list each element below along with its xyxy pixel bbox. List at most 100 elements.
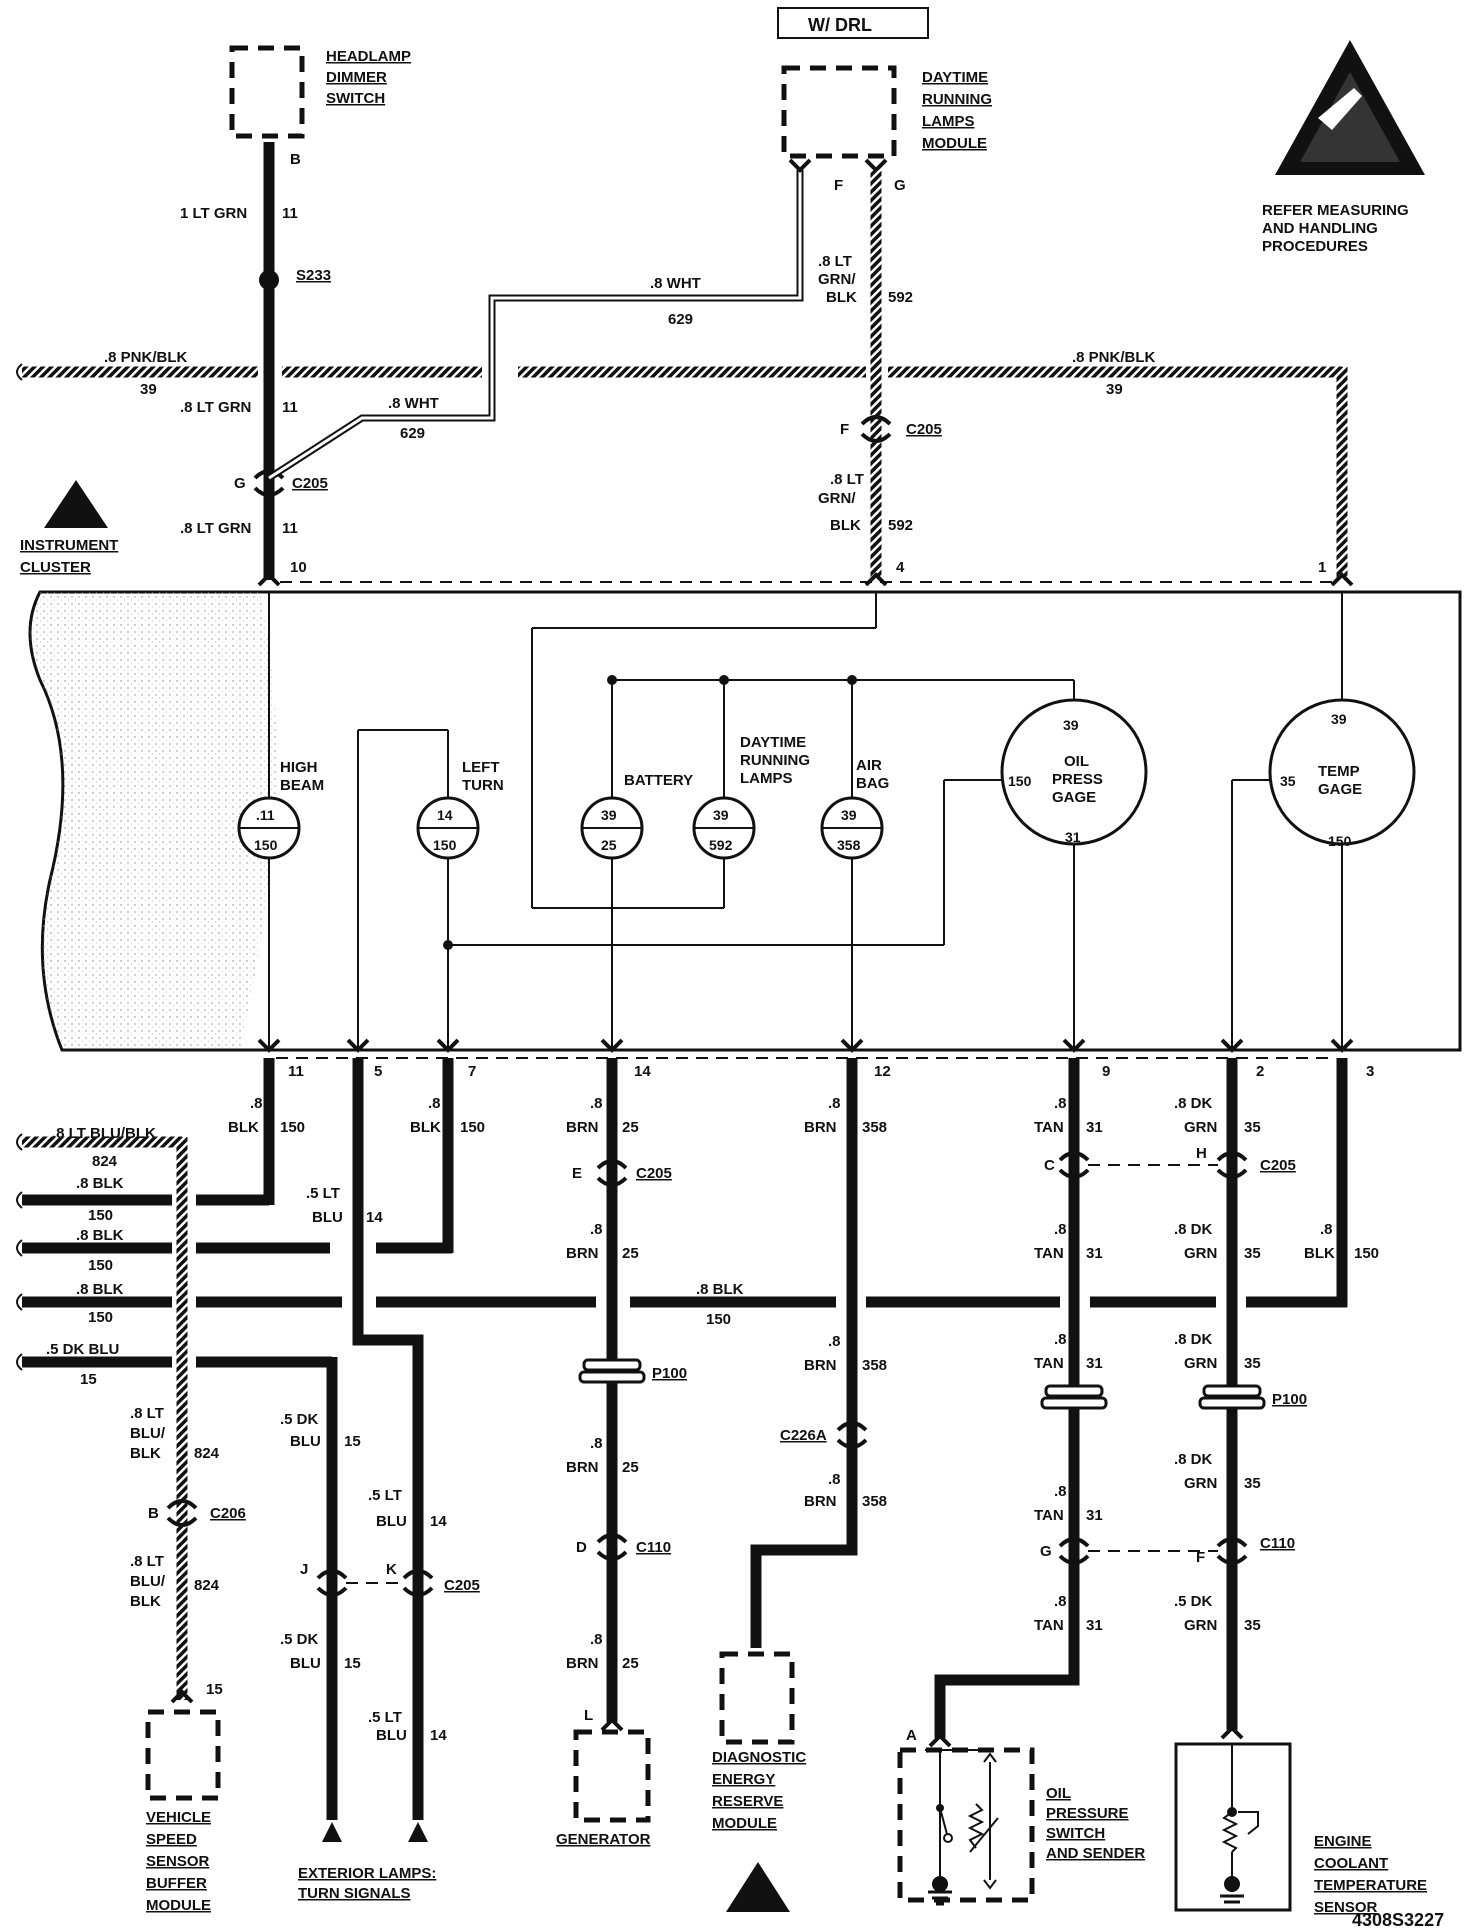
derm-label-3: RESERVE (712, 1793, 783, 1810)
drl-pin-f: F (834, 177, 843, 194)
hb-bottom: 150 (254, 837, 278, 853)
temp-n-top: 39 (1331, 711, 1347, 727)
splice-s233 (259, 270, 279, 290)
bot-pin-9: 9 (1102, 1063, 1110, 1080)
p100-connector-oil (1040, 1384, 1108, 1410)
w592b-size-3: BLK (830, 517, 861, 534)
top-pin-4: 4 (896, 559, 905, 576)
lt-label-1: LEFT (462, 759, 500, 776)
bat-top: 39 (601, 807, 617, 823)
brn25-d-c: 25 (622, 1655, 639, 1672)
bot-pin-5: 5 (374, 1063, 382, 1080)
ab-label-2: BAG (856, 775, 889, 792)
coolant-label-3: TEMPERATURE (1314, 1877, 1427, 1894)
temp-gage (1268, 698, 1416, 846)
blk-b-size-2: BLK (410, 1119, 441, 1136)
blk-c-circuit: 150 (1354, 1245, 1379, 1262)
grn35-b-c: 35 (1244, 1245, 1261, 1262)
exterior-label-2: TURN SIGNALS (298, 1885, 411, 1902)
ab-bottom: 358 (837, 837, 861, 853)
p100-label-right: P100 (1272, 1391, 1307, 1408)
dkblu-b-circuit: 15 (344, 1655, 361, 1672)
wire-629-white (267, 170, 804, 481)
brn358-c-c: 358 (862, 1493, 887, 1510)
bus3-circuit: 150 (88, 1309, 113, 1326)
oil-sw-label-4: AND SENDER (1046, 1845, 1145, 1862)
drl-g-arrow (864, 158, 888, 173)
pnk-right-size: .8 PNK/BLK (1072, 349, 1156, 366)
bus2-size: .8 BLK (76, 1227, 124, 1244)
gen-pin-arrow (600, 1717, 624, 1732)
brn25-c-2: BRN (566, 1459, 599, 1476)
brn358-b-2: BRN (804, 1357, 837, 1374)
c110-d-connector (596, 1533, 628, 1561)
ltblu14-a-circuit: 14 (366, 1209, 383, 1226)
dkblu-a-size-2: BLU (290, 1433, 321, 1450)
c205-k-connector (402, 1569, 434, 1597)
brn358-c-1: .8 (828, 1471, 841, 1488)
drl-label-2: RUNNING (922, 91, 992, 108)
dkblu-a-circuit: 15 (344, 1433, 361, 1450)
mid-blk-size: .8 BLK (696, 1281, 744, 1298)
oil-sw-label-1: OIL (1046, 1785, 1071, 1802)
brn358-c-2: BRN (804, 1493, 837, 1510)
bottom-pin-arrows (257, 1038, 1354, 1053)
grn35-c-1: .8 DK (1174, 1331, 1213, 1348)
grn35-d-2: GRN (1184, 1475, 1217, 1492)
vss-w1-3: BLK (130, 1445, 161, 1462)
brn358-a-1: .8 (828, 1095, 841, 1112)
instrument-label-1: INSTRUMENT (20, 537, 118, 554)
generator (573, 1729, 651, 1823)
vss-w2-circuit: 824 (194, 1577, 220, 1594)
hb-label-1: HIGH (280, 759, 318, 776)
esd-note-1: REFER MEASURING (1262, 202, 1409, 219)
vss-label-5: MODULE (146, 1897, 211, 1914)
lt-bottom: 150 (433, 837, 457, 853)
p100-label-left: P100 (652, 1365, 687, 1382)
bot-pin-14: 14 (634, 1063, 651, 1080)
w11-size: 1 LT GRN (180, 205, 247, 222)
blk-a-size-1: .8 (250, 1095, 263, 1112)
drl-ind-bottom: 592 (709, 837, 733, 853)
bus0-circuit: 824 (92, 1153, 118, 1170)
w592b-size-2: GRN/ (818, 490, 856, 507)
bot-pin-11: 11 (288, 1063, 304, 1080)
coolant-label-4: SENSOR (1314, 1899, 1378, 1916)
tan31-c-2: TAN (1034, 1355, 1064, 1372)
pin-j: J (300, 1561, 308, 1578)
high-beam-indicator (237, 796, 301, 860)
w592a-size-3: BLK (826, 289, 857, 306)
blk-c-size-1: .8 (1320, 1221, 1333, 1238)
pin-h: H (1196, 1145, 1207, 1162)
w592a-size-1: .8 LT (818, 253, 852, 270)
w629b-circuit: 629 (400, 425, 425, 442)
grn35-a-c: 35 (1244, 1119, 1261, 1136)
ltblu14-a-size-1: .5 LT (306, 1185, 340, 1202)
pnk-left-circuit: 39 (140, 381, 157, 398)
pin-g-low: G (1040, 1543, 1052, 1560)
oil-n-left: 150 (1008, 773, 1032, 789)
vss-label-1: VEHICLE (146, 1809, 211, 1826)
w11c-circuit: 11 (282, 520, 298, 537)
bat-label: BATTERY (624, 772, 693, 789)
c226a-label: C226A (780, 1427, 827, 1444)
c205-h-label: C205 (1260, 1157, 1296, 1174)
drl-indicator (692, 796, 756, 860)
pin-d: D (576, 1539, 587, 1556)
blk-c-size-2: BLK (1304, 1245, 1335, 1262)
vss-pin-arrow (170, 1689, 194, 1704)
bot-pin-12: 12 (874, 1063, 891, 1080)
bot-pin-7: 7 (468, 1063, 476, 1080)
w629a-circuit: 629 (668, 311, 693, 328)
oil-label-1: OIL (1064, 753, 1089, 770)
pin-k: K (386, 1561, 397, 1578)
tan31-a-2: TAN (1034, 1119, 1064, 1136)
bus4-circuit: 15 (80, 1371, 97, 1388)
vss-w1-circuit: 824 (194, 1445, 220, 1462)
w592a-size-2: GRN/ (818, 271, 856, 288)
blk-b-size-1: .8 (428, 1095, 441, 1112)
bot-pin-3: 3 (1366, 1063, 1374, 1080)
drl-f-arrow (788, 158, 812, 173)
c206-label: C206 (210, 1505, 246, 1522)
tan31-a-c: 31 (1086, 1119, 1103, 1136)
